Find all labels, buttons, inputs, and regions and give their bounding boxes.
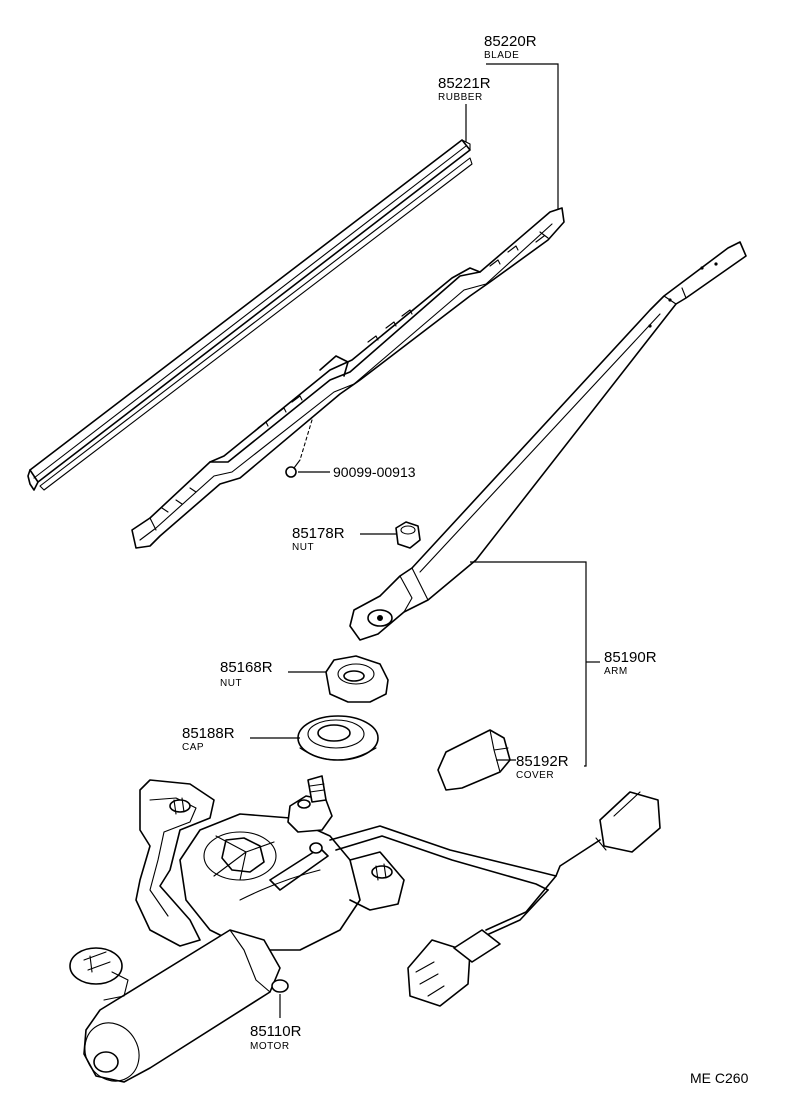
cover-part-number: 85192R — [516, 753, 569, 770]
motor-part-number: 85110R — [250, 1023, 302, 1040]
blade-part-name: BLADE — [484, 50, 519, 61]
motor-drawing — [69, 775, 661, 1083]
cap-part-number: 85188R — [182, 725, 235, 742]
arm-part-name: ARM — [604, 666, 628, 677]
screw-part-number: 90099-00913 — [333, 464, 416, 480]
rubber-part-number: 85221R — [438, 75, 491, 92]
diagram-code: ME C260 — [690, 1070, 749, 1086]
nut-part-number: 85168R — [220, 659, 273, 676]
arm-drawing — [349, 241, 747, 641]
rubber-part-name: RUBBER — [438, 92, 483, 103]
leader-lines — [250, 63, 600, 1018]
blade-part-number: 85220R — [484, 33, 537, 50]
nut-drawing — [325, 655, 389, 703]
cap-drawing — [297, 715, 379, 761]
cap-part-name: CAP — [182, 742, 204, 753]
arm-part-number: 85190R — [604, 649, 657, 666]
blade-drawing — [131, 207, 565, 549]
nut-small-drawing — [395, 521, 421, 549]
motor-part-name: MOTOR — [250, 1041, 290, 1052]
nut-part-name: NUT — [220, 678, 242, 689]
nut-small-part-number: 85178R — [292, 525, 345, 542]
cover-part-name: COVER — [516, 770, 554, 781]
rubber-strip-drawing — [27, 139, 473, 491]
screw-drawing — [285, 459, 301, 478]
nut-small-part-name: NUT — [292, 542, 314, 553]
